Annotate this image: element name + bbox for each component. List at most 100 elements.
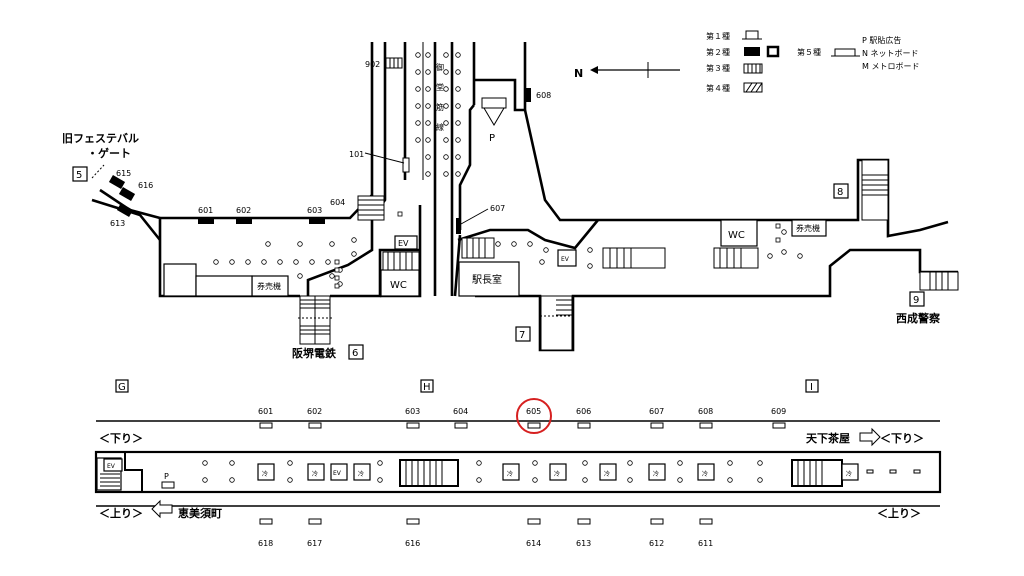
wc-room-left — [380, 269, 420, 297]
ad-label-bottom-614: 614 — [526, 539, 541, 548]
pillar — [767, 253, 773, 259]
pillar — [455, 52, 461, 58]
svg-text:冷: 冷 — [702, 470, 708, 478]
pillar — [293, 259, 299, 265]
legend-type5-label: 第５種 — [797, 47, 821, 57]
pillar — [425, 137, 431, 143]
pillar — [455, 154, 461, 160]
pillar — [443, 86, 449, 92]
ad-label-top-601: 601 — [258, 407, 273, 416]
ad-label-top-605: 605 — [526, 407, 541, 416]
north-label: N — [574, 67, 583, 80]
arrow-right-icon — [859, 427, 881, 447]
small-marker — [913, 469, 921, 474]
type4-symbol — [743, 82, 763, 93]
stairs-exit9 — [919, 271, 959, 291]
svg-text:冷: 冷 — [312, 470, 318, 478]
svg-text:WC: WC — [728, 230, 745, 241]
pillar — [425, 154, 431, 160]
left-wing-top-wall — [160, 42, 374, 220]
direction-ebisucho: 恵美須町 — [178, 506, 222, 520]
pillar — [757, 460, 763, 466]
pillar — [415, 120, 421, 126]
p-mark-platform: P — [164, 472, 169, 481]
pillar — [455, 103, 461, 109]
platform: G H I ＜下り＞ ＜上り＞ ＜上り＞ ＜下り＞ 天下茶屋 恵美須町 — [94, 379, 942, 548]
ad-marker-bottom-614 — [527, 518, 541, 525]
svg-text:WC: WC — [390, 280, 407, 291]
svg-text:7: 7 — [519, 330, 525, 341]
ad-label-bottom-617: 617 — [307, 539, 322, 548]
svg-text:EV: EV — [107, 463, 116, 470]
pillar — [229, 460, 235, 466]
legend: 第１種 第２種 第３種 第４種 第５種 P 駅貼広告 N ネットボード M メト… — [706, 30, 919, 93]
cooling-unit: 冷 — [307, 463, 325, 481]
pillar — [443, 52, 449, 58]
platform-stairs-right — [791, 459, 843, 487]
pillar — [297, 273, 303, 279]
svg-text:冷: 冷 — [262, 470, 268, 478]
cooling-unit: 冷 — [599, 463, 617, 481]
stairs-upper-left — [357, 195, 385, 221]
pillar — [587, 263, 593, 269]
type5-symbol — [834, 48, 856, 57]
pillar — [351, 251, 357, 257]
ad-label-top-603: 603 — [405, 407, 420, 416]
pillar — [425, 103, 431, 109]
pillar — [415, 86, 421, 92]
pillar — [587, 247, 593, 253]
ad-marker-top-601 — [259, 422, 273, 429]
cooling-unit: 冷 — [549, 463, 567, 481]
pillar-square — [334, 267, 340, 273]
legend-type3-label: 第３種 — [706, 63, 730, 73]
pillar — [329, 273, 335, 279]
legend-type2-label: 第２種 — [706, 47, 730, 57]
pillar — [277, 259, 283, 265]
track-up-right: ＜上り＞ — [877, 506, 921, 520]
pillar — [781, 249, 787, 255]
pillar — [797, 253, 803, 259]
pillar — [261, 259, 267, 265]
elevator-upper-left — [394, 235, 418, 250]
ad-marker-top-603 — [406, 422, 420, 429]
pillar — [425, 120, 431, 126]
pillar — [377, 460, 383, 466]
pillar — [415, 52, 421, 58]
svg-text:EV: EV — [398, 239, 409, 248]
section-marker-i: I — [805, 379, 819, 393]
station-master-room — [458, 261, 520, 297]
ad-marker-top-608 — [699, 422, 713, 429]
track-down-right: ＜下り＞ — [880, 432, 924, 445]
type3-symbol — [743, 63, 763, 74]
pillar — [213, 259, 219, 265]
pillar-square — [775, 223, 781, 229]
svg-text:P: P — [489, 133, 495, 144]
ad-label-616: 616 — [138, 181, 153, 190]
legend-p-label: P 駅貼広告 — [862, 35, 901, 45]
pillar — [425, 52, 431, 58]
ad-marker-601 — [198, 219, 214, 224]
ad-marker-615 — [108, 175, 126, 189]
svg-text:冷: 冷 — [846, 470, 852, 478]
ad-label-bottom-611: 611 — [698, 539, 713, 548]
pillar — [287, 460, 293, 466]
ad-marker-bottom-617 — [308, 518, 322, 525]
cooling-unit: 冷 — [841, 463, 859, 481]
ad-label-top-606: 606 — [576, 407, 591, 416]
pillar — [443, 154, 449, 160]
pillar — [727, 460, 733, 466]
pillar — [265, 241, 271, 247]
ad-marker-top-606 — [577, 422, 591, 429]
ad-label-bottom-618: 618 — [258, 539, 273, 548]
svg-text:冷: 冷 — [507, 470, 513, 478]
pillar — [781, 229, 787, 235]
pillar — [727, 477, 733, 483]
pillar — [527, 241, 533, 247]
exit-5-name-1: 旧フェステバル — [62, 132, 139, 145]
ad-marker-top-602 — [308, 422, 322, 429]
pillar — [202, 460, 208, 466]
type2-symbol — [744, 47, 760, 56]
